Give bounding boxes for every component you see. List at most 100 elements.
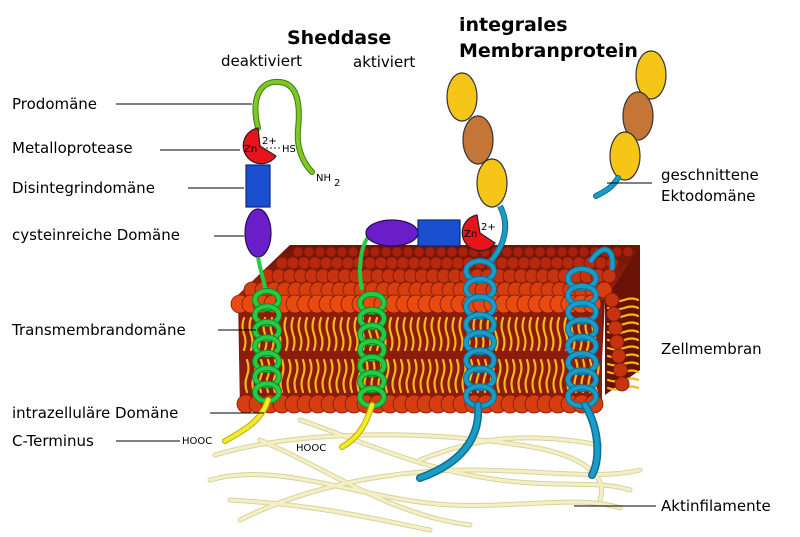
lipid-tail [517,358,523,394]
lipid-head [607,320,623,336]
lipid-tail [300,358,306,394]
lipid-tail [419,358,425,394]
lipid-tail [510,358,516,394]
lipid-head [556,246,568,258]
lipid-head [319,256,333,270]
right-labels [574,182,656,507]
lipid-head [446,246,458,258]
lipid-head [578,246,590,258]
lipid-tail [241,316,247,352]
lipid-tail [244,358,250,394]
lipid-tail [346,316,352,352]
lipid-head [550,256,564,270]
lipid-head [380,246,392,258]
integral-protein-intact [416,72,509,482]
integral-helix [463,258,497,409]
transmembrane-helix-active [357,291,387,409]
label-cystein: cysteinreiche Domäne [12,226,180,244]
lipid-head [501,246,513,258]
lipid-head [528,256,542,270]
lipid-head [512,246,524,258]
lipid-head [308,256,322,270]
lipid-head [506,256,520,270]
lipid-head [601,268,617,284]
label-metalloprotease: Metalloprotease [12,139,133,157]
label-zellmembran: Zellmembran [661,340,762,358]
lipid-head [297,256,311,270]
lipid-tail [353,316,359,352]
lipid-head [614,376,630,392]
lipid-head [385,256,399,270]
lipid-tail [388,316,394,352]
lipid-tail [451,316,457,352]
lipid-head [622,246,634,258]
lipid-head [341,256,355,270]
label-cterminus: C-Terminus [12,432,94,450]
cleaved-ectodomain [593,50,667,199]
lipid-tail [535,316,541,352]
lipid-tail [503,358,509,394]
lipid-head [457,246,469,258]
lipid-tail [297,316,303,352]
lipid-head [561,256,575,270]
lipid-head [314,246,326,258]
lipid-tail [606,345,640,351]
lipid-tail [384,358,390,394]
hooc-label-2: HOOC [296,443,326,454]
lipid-tail [458,316,464,352]
lipid-tail [545,358,551,394]
label-transmembran: Transmembrandomäne [11,321,186,339]
lipid-tail [521,316,527,352]
svg-text:2+: 2+ [481,222,496,233]
lipid-tail [556,316,562,352]
lipid-head [336,246,348,258]
lipid-tail [549,316,555,352]
label-ekto-1: geschnittene [661,166,759,184]
lipid-head [495,256,509,270]
lipid-head [539,256,553,270]
lipid-tail [402,316,408,352]
lipid-tail [339,316,345,352]
lipid-head [347,246,359,258]
lipid-tail [514,316,520,352]
lipid-tail [430,316,436,352]
lipid-tail [395,316,401,352]
lipid-tail [440,358,446,394]
lipid-tail [444,316,450,352]
lipid-head [606,306,622,322]
lipid-tail [321,358,327,394]
disintegrin-domain [245,164,271,208]
lipid-head [418,256,432,270]
lipid-tail [409,316,415,352]
metalloprotease-domain [242,127,277,165]
lipid-tail [290,316,296,352]
label-prodomaene: Prodomäne [12,95,97,113]
lipid-tail [335,358,341,394]
lipid-head [429,256,443,270]
lipid-tail [405,358,411,394]
lipid-head [396,256,410,270]
sheddase-active [339,214,496,450]
cysteine-rich-domain-active [365,219,419,247]
lipid-tail [423,316,429,352]
lipid-head [424,246,436,258]
label-disintegrin: Disintegrindomäne [12,179,155,197]
lipid-head [374,256,388,270]
heading-membranprotein: Membranprotein [459,40,638,62]
lipid-tail [314,358,320,394]
lipid-tail [283,316,289,352]
lipid-head [567,246,579,258]
lipid-head [402,246,414,258]
lipid-tail [454,358,460,394]
lipid-head [451,256,465,270]
lipid-head [440,256,454,270]
lipid-tail [528,316,534,352]
lipid-tail [437,316,443,352]
lipid-tail [524,358,530,394]
lipid-tail [286,358,292,394]
label-aktin: Aktinfilamente [661,497,771,515]
hooc-label-1: HOOC [182,436,212,447]
lipid-head [330,256,344,270]
zn-label: Zn [244,144,257,155]
